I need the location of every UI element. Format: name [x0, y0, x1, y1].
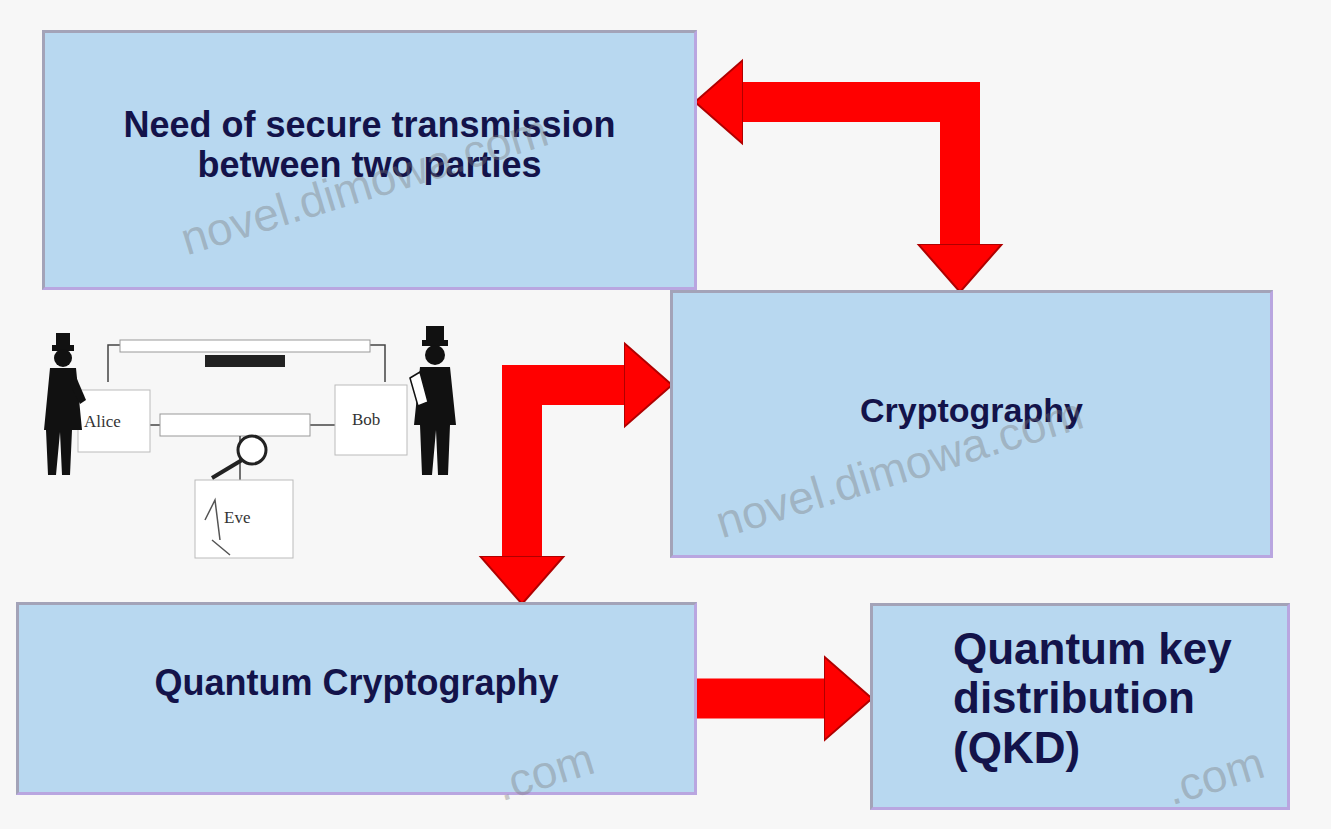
- party-name: Alice: [84, 412, 121, 432]
- bob-figure: [410, 326, 456, 475]
- red-arrow: [743, 102, 960, 244]
- party-name: Bob: [352, 410, 380, 430]
- box-heading: Quantum Cryptography: [154, 663, 558, 703]
- party-boxes: [78, 385, 407, 558]
- red-arrow: [522, 385, 624, 556]
- party-name: Eve: [224, 508, 250, 528]
- alice-figure: [44, 333, 86, 475]
- magnifier-symbol: [212, 436, 266, 478]
- red-arrow: [697, 679, 824, 719]
